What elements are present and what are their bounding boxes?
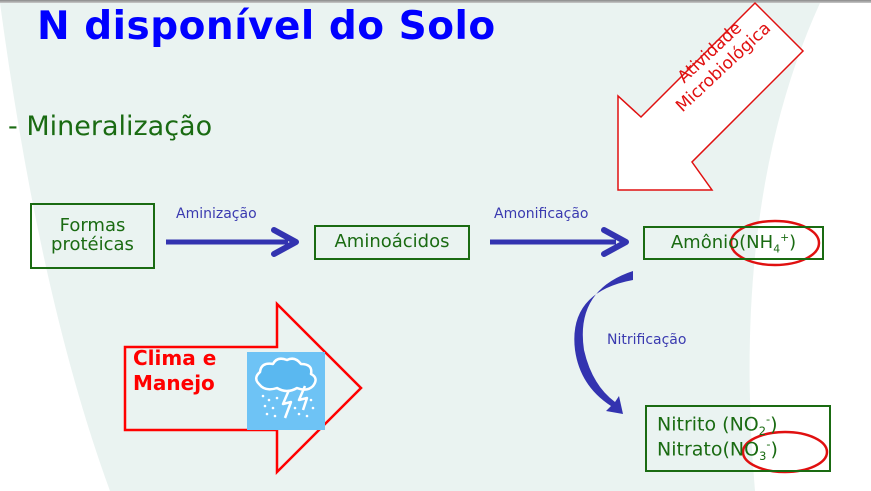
- edge-label-amonificacao: Amonificação: [494, 206, 589, 222]
- node-aminoacidos: Aminoácidos: [314, 225, 470, 260]
- nitrato-line: Nitrato(NO3-): [657, 436, 778, 463]
- slide-title: N disponível do Solo: [37, 4, 496, 49]
- edge-label-aminizacao: Aminização: [176, 206, 257, 222]
- ion-nh4: (NH4+): [739, 230, 797, 256]
- climate-management-label: Clima e Manejo: [133, 346, 217, 395]
- nitrito-line: Nitrito (NO2-): [657, 412, 778, 439]
- node-formas-proteicas: Formas protéicas: [30, 203, 155, 269]
- edge-label-nitrificacao: Nitrificação: [607, 332, 687, 348]
- slide-subtitle: - Mineralização: [8, 111, 213, 142]
- node-nitrito-nitrato: Nitrito (NO2-) Nitrato(NO3-): [645, 405, 831, 472]
- storm-cloud-icon: [247, 352, 325, 430]
- top-border: [0, 0, 871, 3]
- node-amonio: Amônio (NH4+): [643, 226, 824, 260]
